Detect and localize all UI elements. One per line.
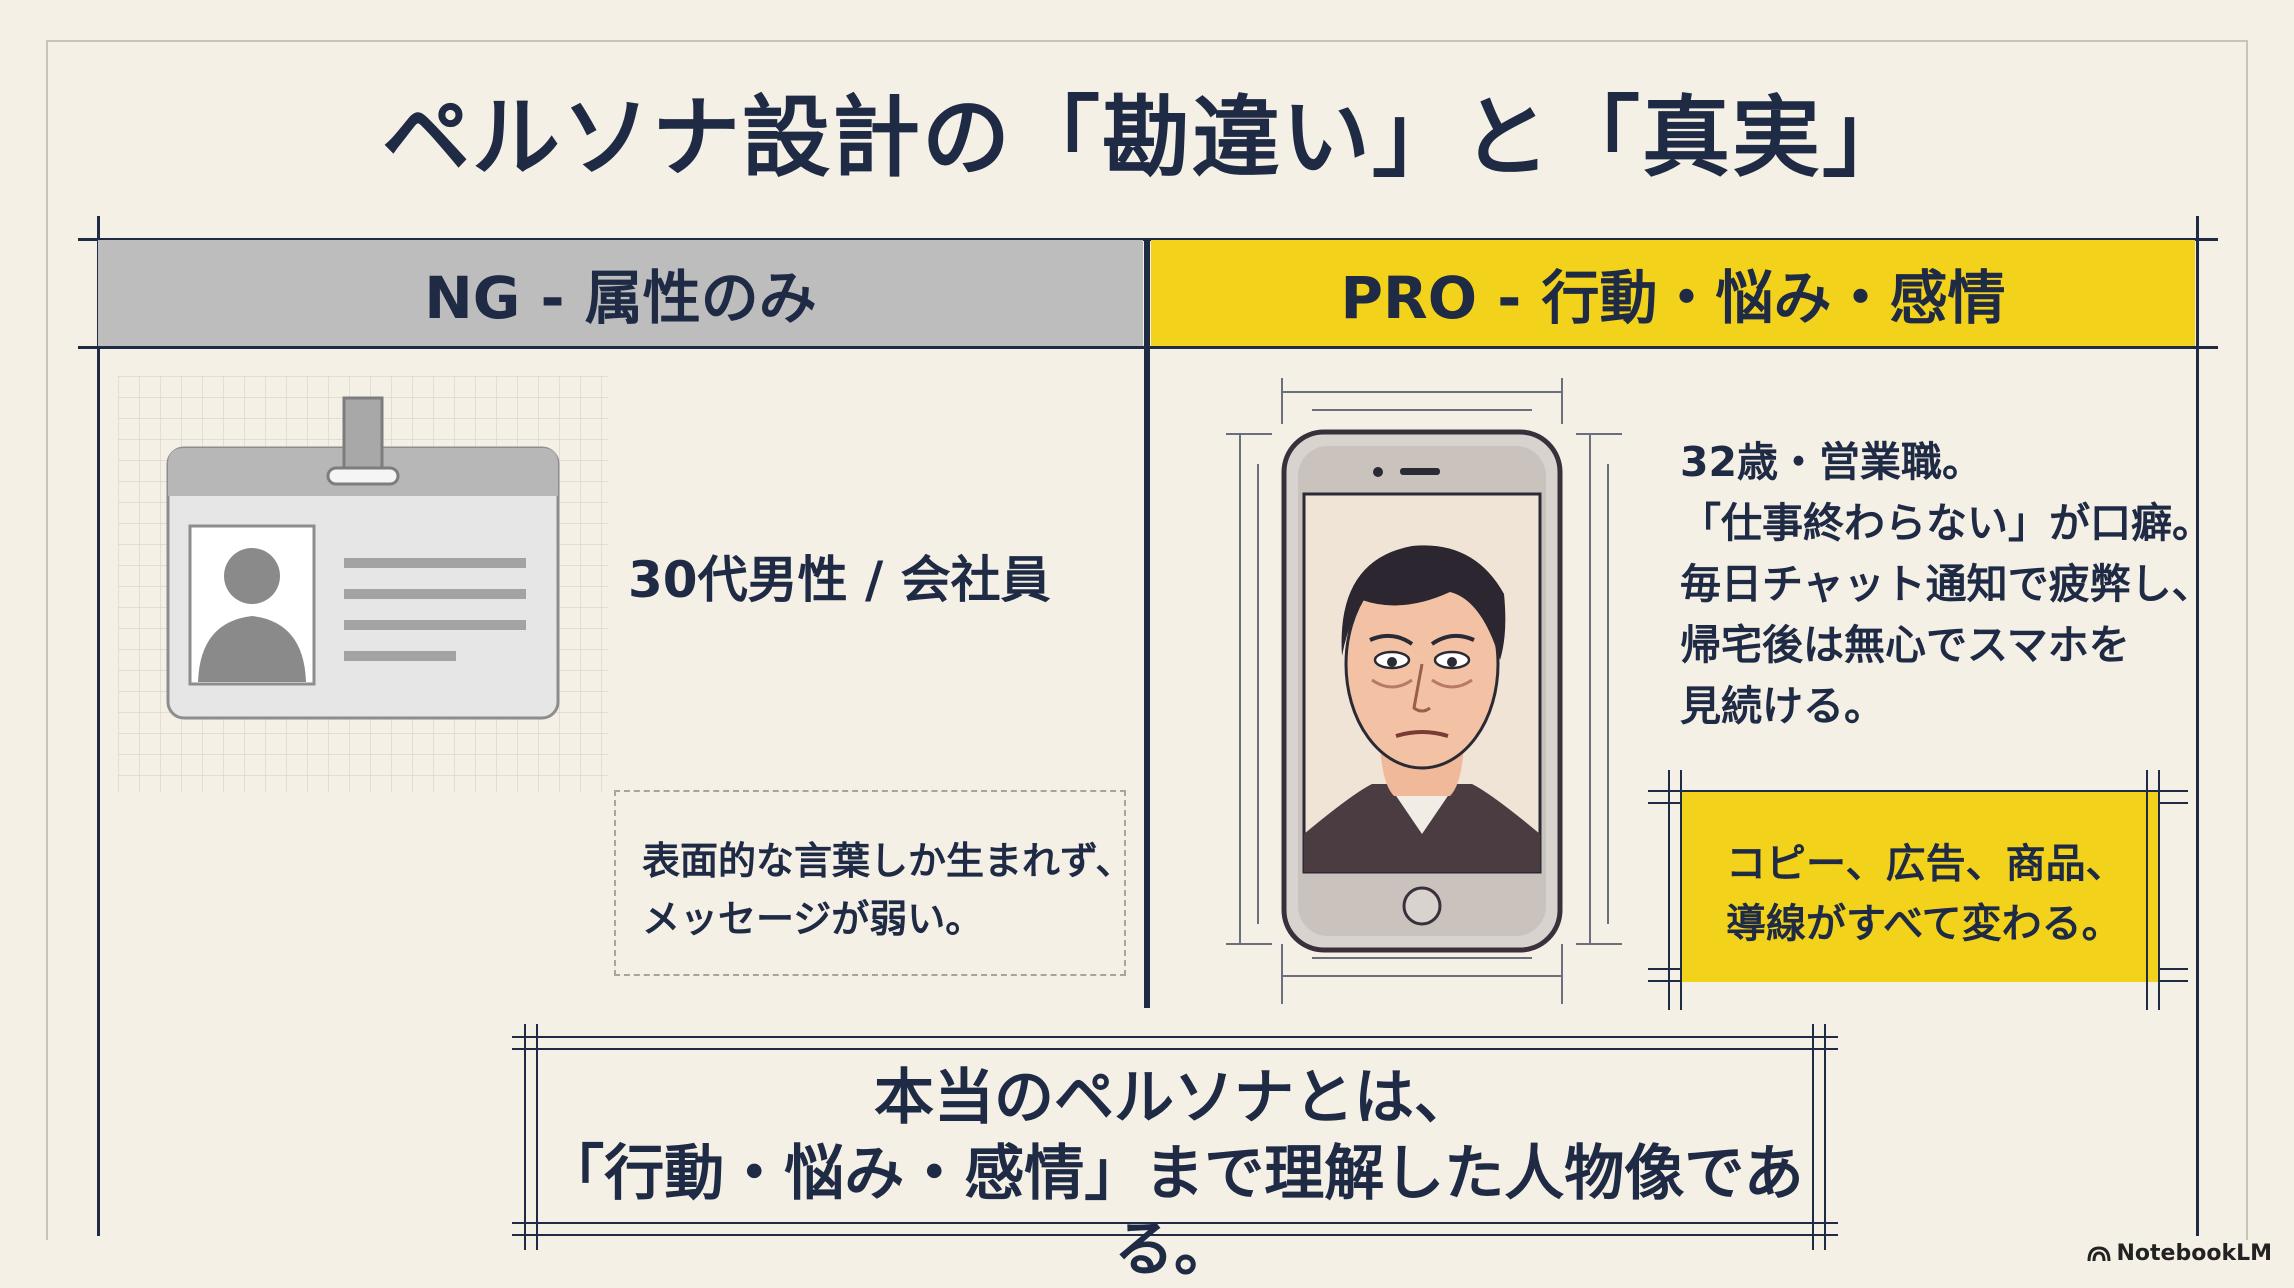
pro-note-rule: [1680, 770, 1682, 1010]
conclusion-rule: [512, 1222, 1838, 1224]
conclusion-rule: [512, 1234, 1838, 1236]
pro-note-box: コピー、広告、商品、 導線がすべて変わる。: [1680, 792, 2160, 982]
frame-left: [46, 40, 48, 1240]
conclusion-rule: [1812, 1024, 1814, 1250]
pro-description-line: 毎日チャット通知で疲弊し、: [1680, 560, 2213, 608]
frame-right: [2246, 40, 2248, 1240]
notebooklm-logo-icon: [2087, 1245, 2111, 1261]
pro-note-rule: [1668, 770, 1670, 1010]
pro-description-line: 「仕事終わらない」が口癖。: [1680, 499, 2213, 547]
table-center-divider: [1144, 238, 1150, 1008]
smartphone-portrait-icon: [1226, 378, 1622, 1004]
frame-top: [46, 40, 2248, 42]
ng-header: NG - 属性のみ: [98, 240, 1143, 346]
pro-note-line: 導線がすべて変わる。: [1726, 901, 2122, 947]
pro-description-line: 32歳・営業職。: [1680, 438, 1984, 486]
id-card-icon: [118, 376, 608, 792]
notebooklm-badge: NotebookLM: [2087, 1241, 2272, 1266]
conclusion-line: 「行動・悩み・感情」まで理解した人物像である。: [544, 1139, 1804, 1285]
person-silhouette-icon: [188, 524, 316, 686]
ng-note-box: 表面的な言葉しか生まれず、 メッセージが弱い。: [614, 790, 1134, 976]
ng-note-line: メッセージが弱い。: [642, 897, 984, 941]
conclusion-rule: [512, 1048, 1838, 1050]
notebooklm-label: NotebookLM: [2116, 1241, 2272, 1266]
ng-attribute-text: 30代男性 / 会社員: [628, 551, 1051, 609]
pro-description-line: 見続ける。: [1680, 682, 1885, 730]
conclusion-rule: [536, 1024, 538, 1250]
pro-header: PRO - 行動・悩み・感情: [1151, 240, 2195, 346]
pro-note-rule: [2158, 770, 2160, 1010]
page-title: ペルソナ設計の「勘違い」と「真実」: [381, 86, 1912, 189]
pro-note-rule: [2146, 770, 2148, 1010]
table-left-rule: [97, 216, 100, 1236]
conclusion-rule: [512, 1036, 1838, 1038]
pro-description-line: 帰宅後は無心でスマホを: [1680, 621, 2130, 669]
conclusion-rule: [1824, 1024, 1826, 1250]
ng-note-line: 表面的な言葉しか生まれず、: [642, 839, 1134, 883]
conclusion-rule: [524, 1024, 526, 1250]
conclusion-line: 本当のペルソナとは、: [874, 1063, 1474, 1133]
pro-note-line: コピー、広告、商品、: [1726, 841, 2126, 887]
pro-note-rule: [1648, 790, 2188, 792]
table-right-rule: [2196, 216, 2199, 1236]
pro-description: 32歳・営業職。 「仕事終わらない」が口癖。 毎日チャット通知で疲弊し、 帰宅後…: [1680, 432, 2213, 737]
conclusion-box: 本当のペルソナとは、 「行動・悩み・感情」まで理解した人物像である。: [524, 1040, 1824, 1285]
